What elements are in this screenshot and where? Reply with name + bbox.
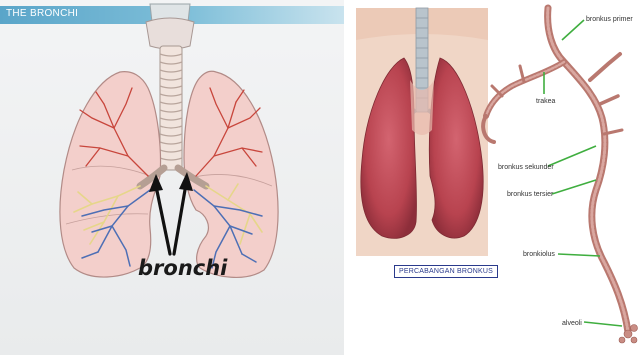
lungs-photo-illustration [352, 0, 640, 355]
label-bronkus-tersier: bronkus tersier [507, 191, 553, 198]
label-trakea: trakea [536, 98, 555, 105]
bronchi-pointer-arrows [156, 184, 186, 254]
label-bronkiolus: bronkiolus [523, 251, 555, 258]
larynx [146, 4, 194, 49]
lungs-bronchi-illustration [0, 0, 344, 355]
label-alveoli: alveoli [562, 320, 582, 327]
bronchi-illustration-panel: THE BRONCHI [0, 0, 344, 355]
label-bronkus-sekunder: bronkus sekunder [498, 164, 554, 171]
right-lung [60, 72, 161, 277]
label-bronkus-primer: bronkus primer [586, 16, 633, 23]
caption-percabangan-bronkus: PERCABANGAN BRONKUS [394, 265, 498, 278]
bronchus-branching-panel: bronkus primer trakea bronkus sekunder b… [352, 0, 640, 355]
bronchus-branch-chain [483, 8, 637, 343]
trachea [160, 46, 182, 170]
bronchi-label: bronchi [138, 256, 227, 280]
